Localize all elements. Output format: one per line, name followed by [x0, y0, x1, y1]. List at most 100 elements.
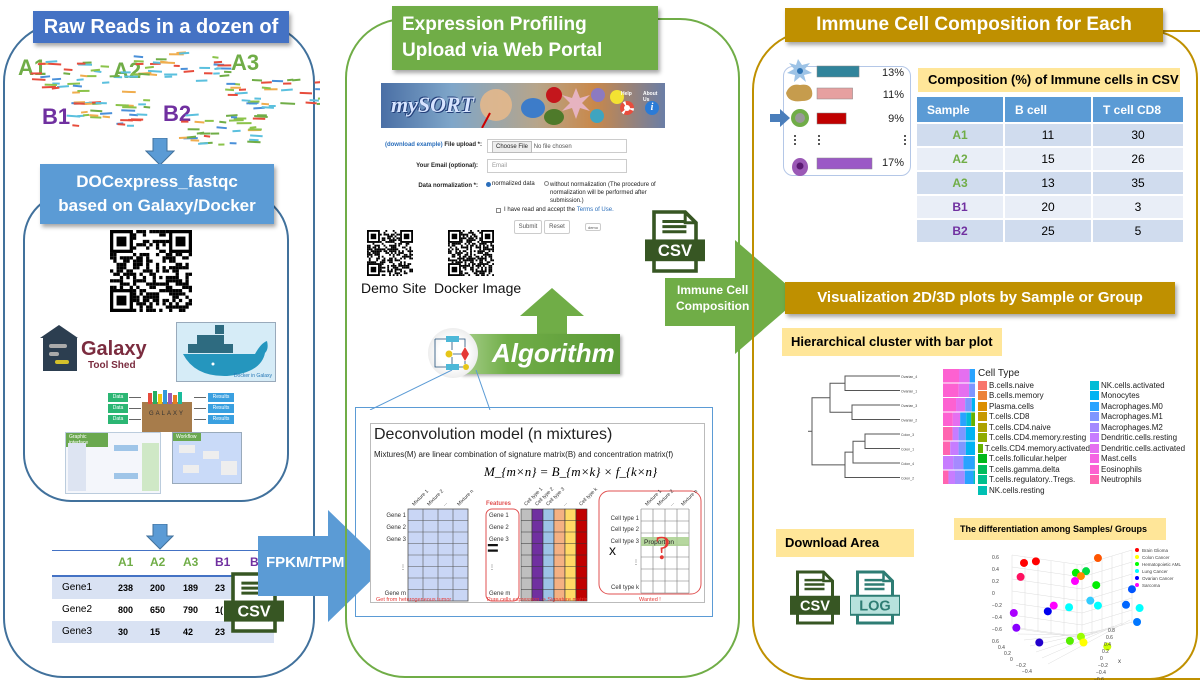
qr-module	[481, 270, 483, 273]
qr-module	[473, 257, 476, 260]
choose-file-button[interactable]: Choose File	[492, 141, 533, 153]
legend-swatch	[978, 422, 987, 432]
qr-module	[462, 257, 465, 260]
csv-file-icon[interactable]: CSV	[645, 210, 705, 274]
stacked-bar-segment	[943, 398, 957, 412]
qr-module	[403, 264, 406, 267]
qr-module	[488, 272, 491, 275]
qr-module	[392, 230, 395, 232]
file-upload-input[interactable]: Choose File No file chosen	[487, 139, 627, 153]
qr-module	[481, 242, 483, 245]
demo-site-qr-code[interactable]	[367, 230, 413, 276]
radio-unselected[interactable]	[544, 181, 549, 186]
terms-checkbox[interactable]	[496, 207, 501, 213]
qr-module	[403, 270, 406, 273]
qr-module	[471, 233, 474, 236]
document-label-text: CSV	[800, 598, 830, 614]
scatter-point	[1092, 581, 1101, 590]
about-us-link[interactable]: About Us	[643, 91, 658, 103]
demo-button[interactable]: demo	[585, 223, 601, 231]
docker-image-qr-code[interactable]	[448, 230, 494, 276]
qr-module	[159, 289, 163, 293]
docker-in-galaxy-image[interactable]: Docker in Galaxy	[176, 322, 276, 382]
document-label-band	[850, 594, 900, 616]
qr-module	[155, 302, 160, 306]
hierarchical-cluster-label: Hierarchical cluster with bar plot	[782, 328, 1002, 356]
qr-module	[162, 243, 166, 247]
y-axis-tick: 0.2	[1004, 651, 1011, 657]
help-lifebuoy-icon[interactable]	[620, 101, 634, 115]
qr-module	[129, 285, 133, 290]
qr-module	[488, 261, 491, 264]
qr-module	[378, 248, 380, 251]
option-without-normalization[interactable]: without normalization (The procedure of …	[544, 181, 672, 205]
qr-module	[473, 235, 476, 238]
qr-module	[185, 262, 189, 267]
qr-module	[374, 244, 377, 247]
sequence-read	[63, 68, 73, 71]
download-example-link[interactable]: (download example)	[384, 142, 443, 148]
qr-module	[484, 255, 487, 258]
email-input[interactable]: Email	[487, 159, 627, 173]
qr-module	[477, 257, 480, 260]
stacked-bar-segment	[956, 398, 966, 412]
qr-module	[473, 263, 476, 265]
legend-label: T.cells.CD4.memory.activated	[984, 443, 1090, 453]
qr-module	[403, 246, 406, 249]
qr-module	[482, 263, 485, 265]
qr-module	[482, 250, 485, 253]
option-normalized[interactable]: normalized data	[486, 181, 535, 187]
qr-module	[165, 298, 170, 303]
qr-module	[462, 264, 465, 267]
qr-module	[379, 261, 382, 264]
qr-module	[139, 292, 143, 296]
grid-line	[1011, 614, 1083, 626]
3d-scatter-plot[interactable]: 0.60.40.20−0.2−0.4−0.6z0.60.40.20−0.2−0.…	[990, 540, 1190, 680]
qr-module	[394, 248, 397, 251]
download-csv-icon[interactable]: CSV	[790, 570, 840, 626]
qr-module	[403, 255, 406, 258]
qr-module	[482, 272, 485, 275]
scatter-point	[1093, 601, 1102, 610]
scatter-point	[1122, 600, 1130, 609]
qr-module	[470, 255, 472, 258]
qr-module	[460, 274, 463, 276]
option-without-label: without normalization (The procedure of …	[550, 182, 656, 204]
sample-cell: B1	[917, 196, 1003, 218]
grid-line	[1081, 597, 1133, 614]
qr-module	[155, 295, 160, 299]
gene-row-label: Gene m	[385, 591, 406, 597]
qr-module	[139, 272, 143, 276]
galaxy-toolshed-logo[interactable]: Galaxy Tool Shed	[38, 324, 156, 372]
qr-module	[470, 231, 472, 234]
qr-module	[453, 255, 456, 258]
qr-module	[481, 266, 483, 269]
qr-module	[172, 275, 176, 280]
mysort-banner[interactable]: mySORT Help About Us i	[381, 83, 665, 128]
radio-selected[interactable]	[486, 181, 491, 187]
sequence-read	[46, 62, 62, 66]
equals-sign: =	[487, 538, 499, 560]
qr-module	[126, 259, 130, 263]
docexpress-qr-code[interactable]	[110, 230, 194, 312]
help-link[interactable]: Help	[621, 91, 632, 97]
reset-button[interactable]: Reset	[544, 220, 570, 234]
results-output-box: Results	[208, 404, 234, 413]
info-icon[interactable]: i	[645, 101, 659, 115]
submit-button[interactable]: Submit	[514, 220, 542, 234]
composition-label: Composition (%) of Immune cells in CSV	[918, 68, 1180, 92]
download-log-icon[interactable]: LOG	[850, 570, 900, 626]
qr-module	[484, 270, 487, 273]
qr-module	[486, 252, 489, 254]
qr-module	[146, 305, 150, 309]
terms-link[interactable]: Terms of Use.	[576, 207, 614, 213]
qr-module	[136, 279, 140, 283]
legend-swatch	[1090, 401, 1099, 411]
qr-module	[479, 270, 482, 273]
qr-module	[379, 241, 382, 243]
formula-text: M_{m×n} = B_{m×k} × f_{k×n}	[484, 464, 658, 479]
qr-module	[381, 248, 384, 251]
qr-module	[482, 264, 485, 267]
